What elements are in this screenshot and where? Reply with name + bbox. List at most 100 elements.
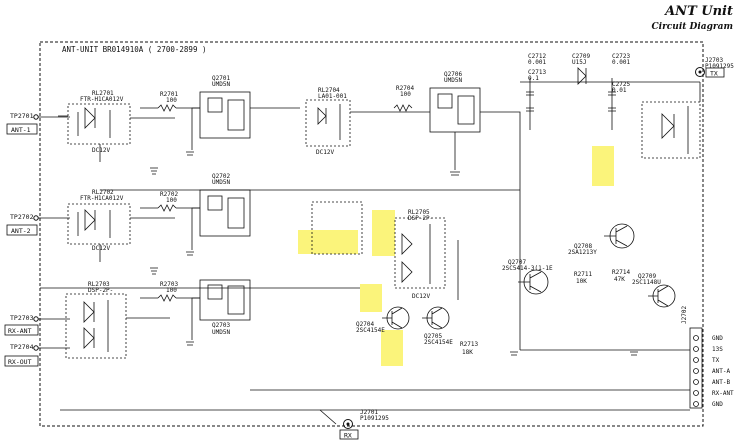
port-rx-out[interactable]: TP2704 RX-OUT bbox=[4, 343, 39, 367]
opto-q2703 bbox=[191, 279, 251, 340]
connector-pins bbox=[693, 335, 699, 407]
rx-port-ref: J2701 bbox=[360, 409, 378, 416]
resistor-ref-1: R2701 bbox=[160, 91, 178, 98]
opto-ref-1: Q2701 bbox=[212, 75, 230, 82]
relay-block-4 bbox=[250, 99, 430, 147]
diode-ref-c2709: C2709 bbox=[572, 53, 590, 60]
highlight-c2704 bbox=[298, 230, 358, 254]
res-val-r2714: 47K bbox=[614, 276, 625, 283]
opto-ref-4: Q2706 bbox=[444, 71, 462, 78]
tx-port-part: P1091295 bbox=[705, 63, 734, 70]
rx-port[interactable]: J2701 P1091295 RX bbox=[319, 409, 389, 440]
test-point bbox=[33, 114, 39, 120]
tx-port-box bbox=[705, 67, 725, 78]
resistors-left bbox=[140, 104, 200, 302]
relay-supply-2: DC12V bbox=[92, 245, 110, 252]
resistor-val-3: 100 bbox=[166, 287, 177, 294]
resistor-ref-3: R2703 bbox=[160, 281, 178, 288]
connector-pin-4: ANT-A bbox=[712, 368, 730, 375]
highlight-c2719 bbox=[592, 146, 614, 186]
port-ref-ant-1: TP2701 bbox=[10, 112, 34, 120]
test-point bbox=[33, 215, 39, 221]
test-point bbox=[33, 345, 39, 351]
transistor-part-q2705: 2SC4154E bbox=[424, 339, 453, 346]
opto-part-1: UMD5N bbox=[212, 81, 230, 88]
resistor-val-2: 100 bbox=[166, 197, 177, 204]
filter-frame bbox=[311, 201, 363, 255]
resistor-ref-2: R2702 bbox=[160, 191, 178, 198]
coax-jack bbox=[343, 419, 353, 429]
relay-supply-4: DC12V bbox=[316, 149, 334, 156]
connector-pin-7: GND bbox=[712, 401, 723, 408]
ground-symbols bbox=[150, 151, 638, 356]
opto-ref-3: Q2703 bbox=[212, 322, 230, 329]
port-ant-1[interactable]: TP2701 ANT-1 bbox=[6, 112, 39, 135]
cap-ref-c2723: C2723 bbox=[612, 53, 630, 60]
highlight-r2705 bbox=[360, 284, 382, 312]
tx-port-label: TX bbox=[710, 70, 718, 78]
resistor-ref-4: R2704 bbox=[396, 85, 414, 92]
tx-port[interactable]: J2703 P1091295 TX bbox=[695, 57, 735, 78]
resistor-val-4: 100 bbox=[400, 91, 411, 98]
coax-center bbox=[698, 70, 702, 74]
opto-ref-2: Q2702 bbox=[212, 173, 230, 180]
cap-ref-c2712: C2712 bbox=[528, 53, 546, 60]
connector-pin-6: RX-ANT bbox=[712, 390, 734, 397]
page-subtitle: Circuit Diagram bbox=[651, 22, 733, 32]
res-val-r2713: 18K bbox=[462, 349, 473, 356]
rx-port-label: RX bbox=[344, 432, 352, 440]
diode-val-c2709: U15J bbox=[572, 59, 586, 66]
port-box bbox=[6, 123, 38, 135]
port-label-ant-1: ANT-1 bbox=[11, 126, 31, 134]
board-outline bbox=[39, 41, 704, 427]
relay-ref-1: RL2701 bbox=[92, 90, 114, 97]
relay-block-1 bbox=[58, 103, 175, 162]
highlight-c2707 bbox=[372, 210, 395, 256]
connector-pin-1: GND bbox=[712, 335, 723, 342]
res-ref-r2714: R2714 bbox=[612, 269, 630, 276]
relay-part-4: LA01-001 bbox=[318, 93, 347, 100]
relay-part-1: FTR-H1CA012V bbox=[80, 96, 124, 103]
bus-wires bbox=[40, 81, 700, 411]
transistor-q2709 bbox=[648, 284, 676, 308]
port-ref-ant-2: TP2702 bbox=[10, 213, 34, 221]
transistor-q2707 bbox=[518, 269, 549, 295]
tx-relay-block bbox=[641, 82, 701, 159]
port-rx-ant[interactable]: TP2703 RX-ANT bbox=[4, 314, 39, 336]
transistor-ref-q2704: Q2704 bbox=[356, 321, 374, 328]
cap-val-c2713: 0.1 bbox=[528, 75, 539, 82]
port-box bbox=[6, 224, 38, 236]
cap-val-c2723: 0.001 bbox=[612, 59, 630, 66]
capacitor-stack-top bbox=[526, 67, 616, 130]
transistor-q2708 bbox=[604, 223, 635, 249]
opto-q2706 bbox=[429, 87, 481, 170]
opto-q2701 bbox=[191, 91, 251, 150]
cap-ref-c2713: C2713 bbox=[528, 69, 546, 76]
relay-block-5 bbox=[394, 217, 459, 300]
opto-part-4: UMD5N bbox=[444, 77, 462, 84]
rx-port-box bbox=[339, 429, 359, 440]
opto-part-3: UMD5N bbox=[212, 329, 230, 336]
highlight-r2707 bbox=[381, 330, 403, 366]
port-box bbox=[4, 355, 39, 367]
transistor-ref-q2709: Q2709 bbox=[638, 273, 656, 280]
relay-block-3 bbox=[65, 293, 170, 359]
cap-val-c2712: 0.001 bbox=[528, 59, 546, 66]
left-ports: TP2701 ANT-1 TP2702 ANT-2 TP2703 RX-ANT … bbox=[4, 112, 39, 367]
relay-ref-5: RL2705 bbox=[408, 209, 430, 216]
port-ref-rx-ant: TP2703 bbox=[10, 314, 34, 322]
transistor-ref-q2707: Q2707 bbox=[508, 259, 526, 266]
relay-supply-5: DC12V bbox=[412, 293, 430, 300]
port-ant-2[interactable]: TP2702 ANT-2 bbox=[6, 213, 39, 236]
transistor-q2704 bbox=[382, 306, 410, 330]
relay-part-2: FTR-H1CA012V bbox=[80, 195, 124, 202]
relay-supply-1: DC12V bbox=[92, 147, 110, 154]
transistor-q2705 bbox=[422, 306, 450, 330]
transistor-part-q2707: 2SC5414-3(1-1E bbox=[502, 265, 553, 272]
connector-body bbox=[689, 327, 703, 409]
rx-port-part: P1091295 bbox=[360, 415, 389, 422]
board-label: ANT-UNIT BR014910A ( 2700-2899 ) bbox=[62, 45, 207, 54]
cap-ref-c2725: C2725 bbox=[612, 81, 630, 88]
port-label-rx-out: RX-OUT bbox=[8, 358, 32, 366]
